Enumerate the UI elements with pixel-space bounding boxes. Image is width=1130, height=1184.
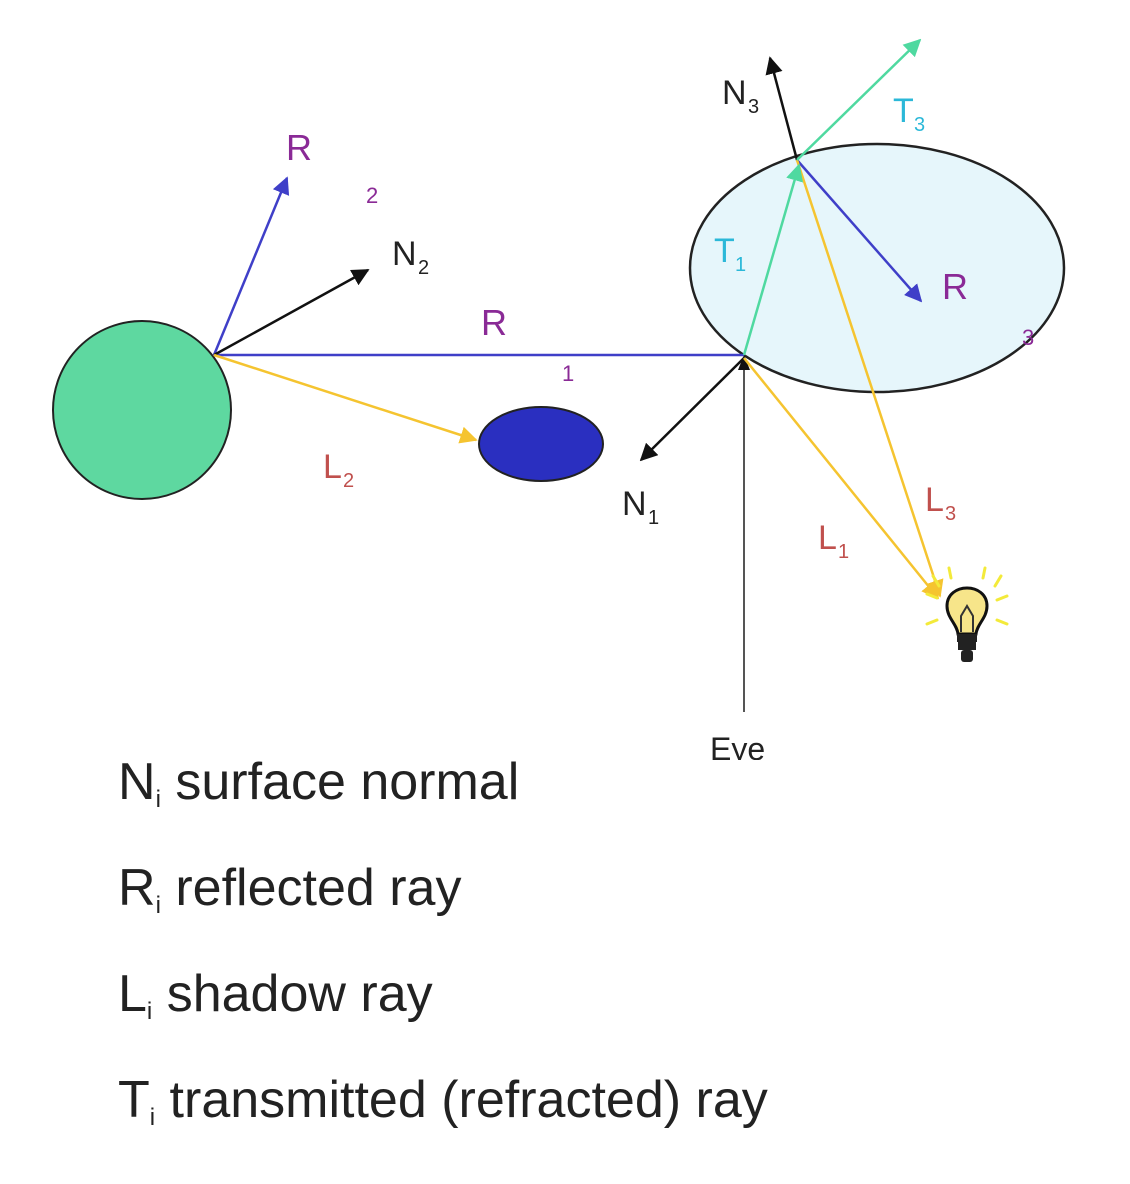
svg-text:T: T [893,92,914,130]
svg-text:1: 1 [735,254,746,276]
shadow-ray-l3 [795,159,944,598]
svg-text:1: 1 [648,507,659,529]
legend-transmitted-sub: i [149,1104,156,1131]
svg-text:2: 2 [366,183,378,208]
green-sphere [52,320,232,500]
legend-transmitted: Ti transmitted (refracted) ray [118,1070,768,1132]
shadow-ray-l2 [213,353,478,444]
legend-normal-symbol: N [118,753,156,811]
glass-ellipsoid [688,142,1066,394]
legend-reflected: Ri reflected ray [118,858,461,920]
legend-reflected-sub: i [155,892,161,919]
svg-text:1: 1 [838,541,849,563]
legend-shadow-text: shadow ray [152,965,433,1023]
label-n2: N 2 [392,235,429,279]
label-n1: N 1 [622,485,659,529]
svg-text:3: 3 [945,503,956,525]
normal-n2 [213,268,370,357]
reflected-ray-r3 [796,159,923,303]
legend-shadow-sub: i [146,998,153,1025]
label-r1: R 1 [481,302,574,386]
svg-text:1: 1 [562,361,574,386]
svg-text:3: 3 [914,114,925,136]
svg-text:N: N [722,74,747,112]
shadow-ray-l1 [743,357,940,600]
svg-text:T: T [714,232,735,270]
svg-text:N: N [622,485,647,523]
transmitted-ray-t3 [796,38,922,161]
normal-n1 [639,357,745,462]
legend-transmitted-text: transmitted (refracted) ray [155,1071,768,1129]
label-l1: L 1 [818,519,849,563]
legend-shadow: Li shadow ray [118,964,433,1026]
svg-text:3: 3 [748,96,759,118]
blue-ellipsoid [478,406,604,482]
legend-normal-sub: i [155,786,161,813]
label-r2: R 2 [286,127,378,208]
reflected-ray-r2 [212,176,290,356]
ray-tracing-diagram: R 2 N 2 R 1 L 2 N 1 N 3 T 3 T 1 R 3 L 3 … [52,38,1066,760]
svg-text:L: L [925,481,944,519]
svg-text:2: 2 [418,257,429,279]
svg-text:N: N [392,235,417,273]
label-l2: L 2 [323,448,354,492]
label-t1: T 1 [714,232,746,276]
legend-transmitted-symbol: T [118,1071,150,1129]
label-eye: Eye [710,731,765,760]
transmitted-ray-t1 [742,163,804,356]
svg-text:L: L [818,519,837,557]
svg-text:2: 2 [343,470,354,492]
legend-shadow-symbol: L [118,965,147,1023]
label-t3: T 3 [893,92,925,136]
legend-reflected-text: reflected ray [160,859,462,917]
svg-text:L: L [323,448,342,486]
normal-n3 [765,56,799,161]
svg-text:3: 3 [1022,325,1034,350]
svg-text:R: R [481,302,507,343]
legend-reflected-symbol: R [118,859,156,917]
svg-text:R: R [942,266,968,307]
eye-ray-arrowhead [738,355,750,370]
lightbulb-icon [925,566,1009,662]
svg-text:R: R [286,127,312,168]
label-n3: N 3 [722,74,759,118]
label-r3: R 3 [942,266,1034,350]
label-l3: L 3 [925,481,956,525]
legend-normal-text: surface normal [160,753,520,811]
legend-normal: Ni surface normal [118,752,519,814]
